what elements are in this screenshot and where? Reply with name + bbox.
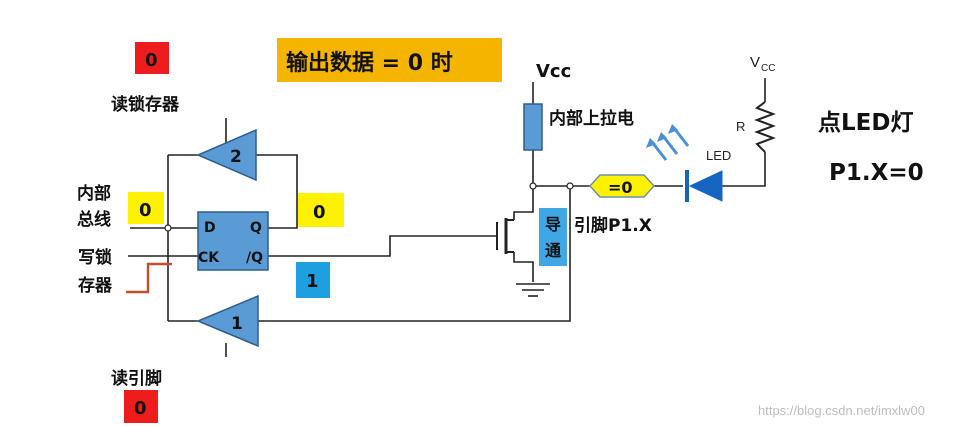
q-badge	[298, 193, 344, 227]
vcc-right-label: V	[750, 54, 760, 71]
read-latch-label: 读锁存器	[111, 94, 180, 115]
fet-state-badge	[539, 208, 567, 266]
latch-d-label: D	[204, 220, 216, 236]
buffer-1-label: 1	[231, 314, 243, 334]
node-dot-2	[566, 182, 574, 190]
read-pin-badge-text: 0	[134, 398, 147, 419]
read-pin-badge	[124, 390, 158, 423]
buffer-1	[196, 294, 259, 348]
qbar-badge-text: 1	[306, 271, 319, 292]
title-banner-text: 输出数据 = 0 时	[286, 50, 453, 76]
wire-pin-to-buffer1	[258, 186, 571, 322]
bus-junction-dot	[164, 224, 172, 232]
bus-badge-text: 0	[139, 200, 152, 221]
vcc-label: Vcc	[536, 61, 571, 82]
latch-qbar-label: /Q	[246, 250, 263, 266]
led-light-rays-icon	[650, 127, 690, 161]
ground-symbol	[516, 283, 550, 297]
resistor-label: R	[736, 119, 745, 134]
read-pin-label: 读引脚	[111, 368, 162, 389]
latch-ck-label: CK	[198, 250, 220, 266]
read-latch-badge	[135, 42, 169, 74]
vcc-right-sub: CC	[761, 63, 775, 74]
p1x-eq-label: P1.X=0	[829, 160, 924, 186]
qbar-badge	[296, 262, 330, 298]
internal-bus-label-2: 总线	[77, 209, 111, 230]
wire-fet-drain	[513, 186, 534, 220]
title-banner	[277, 38, 502, 82]
led-ray-heads	[646, 124, 678, 148]
write-latch-label-2: 存器	[78, 275, 113, 296]
q-badge-text: 0	[313, 202, 326, 223]
pin-name-label: 引脚P1.X	[574, 215, 652, 236]
buffer-2-label: 2	[230, 147, 242, 167]
internal-pullup-label: 内部上拉电	[549, 108, 634, 129]
bus-badge	[128, 192, 164, 224]
wire-fet-source	[513, 252, 534, 282]
d-latch	[197, 211, 269, 271]
internal-bus-label-1: 内部	[77, 183, 111, 204]
wire-write-latch-accent	[126, 262, 172, 294]
led-resistor	[754, 101, 776, 153]
fet-state-text-1: 导	[545, 215, 561, 234]
pin-connector	[588, 174, 656, 198]
wire-q-to-buffer2	[256, 154, 298, 229]
fet-state-text-2: 通	[545, 241, 561, 260]
fet-transistor	[496, 218, 514, 254]
wires	[128, 78, 766, 357]
watermark: https://blog.csdn.net/imxlw00	[758, 403, 925, 418]
write-latch-label-1: 写锁	[78, 247, 112, 268]
wire-led-r	[722, 152, 766, 187]
buffer-2	[196, 128, 257, 182]
light-led-label: 点LED灯	[818, 110, 913, 136]
latch-q-label: Q	[250, 220, 262, 236]
pullup-resistor	[523, 103, 543, 151]
led-small-label: LED	[706, 148, 731, 163]
node-dot-1	[529, 182, 537, 190]
wire-qbar-gate	[268, 235, 497, 257]
pin-value: =0	[608, 178, 633, 197]
read-latch-badge-text: 0	[145, 50, 158, 71]
led-diode	[685, 170, 723, 202]
